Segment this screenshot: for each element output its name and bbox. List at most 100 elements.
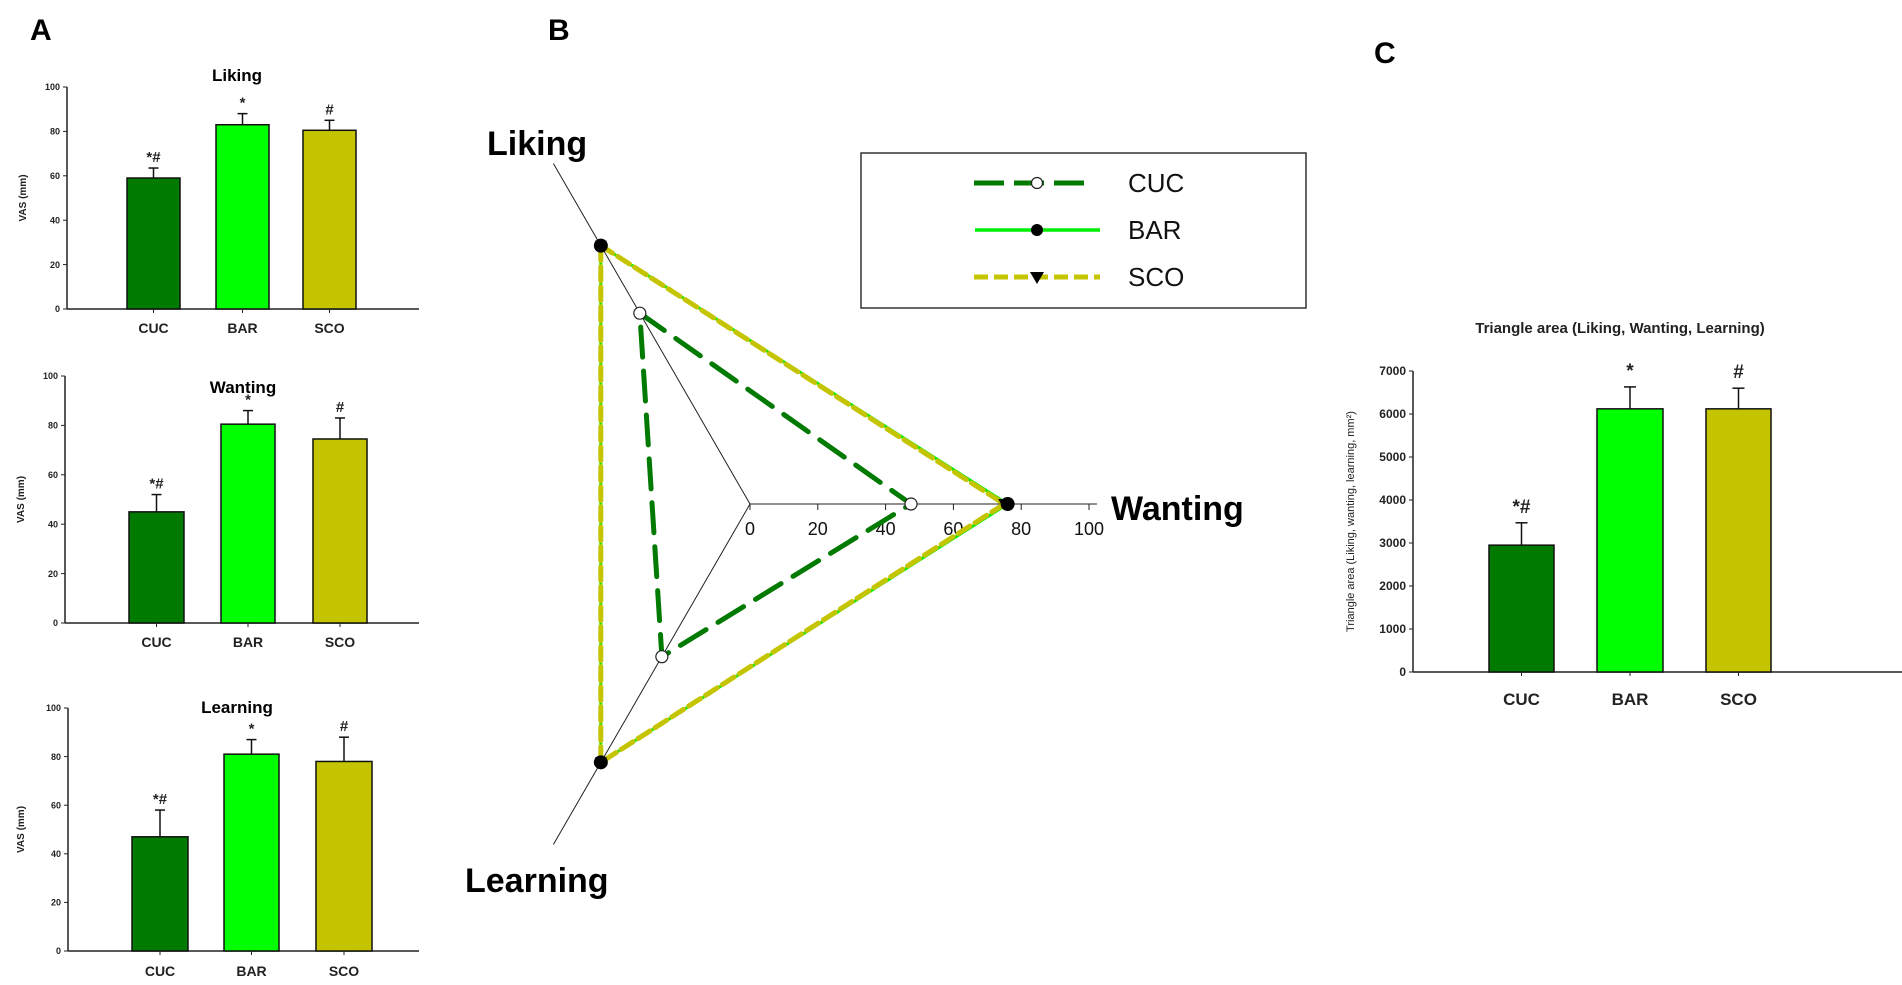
y-tick-label: 80 (50, 127, 60, 137)
x-tick-label: SCO (329, 963, 359, 979)
radar-tick-label: 20 (808, 519, 828, 539)
significance-marker: * (240, 95, 246, 112)
bar-sco (315, 760, 373, 952)
radar-tick-label: 0 (745, 519, 755, 539)
bar-bar (1596, 408, 1664, 673)
y-axis-label: VAS (mm) (16, 806, 27, 853)
y-tick-label: 20 (48, 569, 58, 579)
triangle-down-marker-icon (998, 499, 1011, 510)
y-tick-label: 3000 (1379, 536, 1406, 550)
y-tick-label: 80 (48, 421, 58, 431)
y-tick-label: 40 (51, 849, 61, 859)
bar-cuc (131, 836, 189, 952)
x-tick-label: SCO (314, 320, 344, 336)
significance-marker: * (1626, 361, 1634, 382)
radar-axis-learning (552, 503, 751, 845)
significance-marker: *# (146, 149, 161, 166)
legend-label-bar: BAR (1128, 215, 1181, 245)
y-tick-label: 60 (48, 470, 58, 480)
open-circle-marker-icon (655, 650, 669, 664)
radar-axis-liking (552, 163, 751, 505)
open-circle-marker-icon (904, 497, 918, 511)
y-tick-label: 40 (50, 215, 60, 225)
triangle-area-bar-chart: Triangle area (Liking, Wanting, Learning… (1345, 320, 1902, 709)
significance-marker: # (336, 399, 345, 416)
y-tick-label: 6000 (1379, 407, 1406, 421)
triangle-down-marker-icon (594, 240, 607, 252)
radar-label-liking: Liking (487, 125, 587, 163)
y-tick-label: 20 (51, 898, 61, 908)
y-tick-label: 20 (50, 260, 60, 270)
y-tick-label: 2000 (1379, 579, 1406, 593)
significance-marker: *# (153, 791, 168, 808)
x-tick-label: BAR (236, 963, 266, 979)
bar-sco (312, 438, 368, 624)
triangle-down-marker-icon (1030, 272, 1044, 284)
legend-label-sco: SCO (1128, 262, 1184, 292)
bar-cuc (126, 177, 181, 310)
panel-letter-c: C (1374, 37, 1396, 70)
open-circle-marker-icon (1030, 176, 1044, 190)
radar-tick-label: 100 (1074, 519, 1104, 539)
significance-marker: # (340, 718, 349, 735)
radar-series-cuc (637, 310, 914, 660)
significance-marker: * (249, 721, 255, 738)
y-tick-label: 100 (45, 82, 60, 92)
y-tick-label: 0 (1399, 665, 1406, 679)
y-tick-label: 0 (56, 946, 61, 956)
legend-entry-sco: SCO (974, 262, 1184, 292)
legend-entry-bar: BAR (975, 215, 1181, 245)
bar-bar (223, 753, 280, 952)
y-tick-label: 40 (48, 519, 58, 529)
x-tick-label: BAR (233, 634, 263, 650)
y-axis-label: VAS (mm) (18, 174, 29, 221)
triangle-down-marker-icon (594, 757, 607, 769)
x-tick-label: SCO (1720, 690, 1757, 709)
x-tick-label: CUC (145, 963, 175, 979)
open-circle-marker-icon (633, 306, 647, 320)
radar-label-learning: Learning (465, 862, 609, 900)
x-tick-label: SCO (325, 634, 355, 650)
significance-marker: * (245, 392, 251, 409)
significance-marker: *# (1513, 497, 1531, 518)
legend-entry-cuc: CUC (974, 168, 1184, 198)
bar-cuc (128, 511, 185, 624)
y-tick-label: 0 (55, 304, 60, 314)
y-tick-label: 100 (46, 703, 61, 713)
y-tick-label: 5000 (1379, 450, 1406, 464)
y-tick-label: 1000 (1379, 622, 1406, 636)
bar-cuc (1488, 544, 1555, 673)
chart-title: Wanting (210, 378, 276, 397)
panel-letter-a: A (30, 14, 52, 47)
y-tick-label: 60 (51, 800, 61, 810)
chart-title: Liking (212, 66, 262, 85)
legend-label-cuc: CUC (1128, 168, 1184, 198)
y-axis-label: Triangle area (Liking, wanting, learning… (1345, 411, 1357, 632)
significance-marker: *# (149, 476, 164, 493)
significance-marker: # (1733, 362, 1744, 383)
y-axis-label: VAS (mm) (16, 476, 27, 523)
bar-sco (302, 129, 357, 310)
y-tick-label: 4000 (1379, 493, 1406, 507)
radar-legend: CUC BAR SCO (860, 152, 1307, 309)
y-tick-label: 60 (50, 171, 60, 181)
bar-bar (220, 423, 276, 624)
panel-letter-b: B (548, 14, 570, 47)
significance-marker: # (325, 101, 334, 118)
radar-tick-label: 80 (1011, 519, 1031, 539)
x-tick-label: BAR (1612, 690, 1649, 709)
chart-title: Triangle area (Liking, Wanting, Learning… (1475, 320, 1764, 337)
y-tick-label: 0 (53, 618, 58, 628)
y-tick-label: 100 (43, 371, 58, 381)
x-tick-label: BAR (227, 320, 257, 336)
bar-sco (1705, 408, 1772, 673)
x-tick-label: CUC (138, 320, 168, 336)
filled-circle-marker-icon (1031, 224, 1043, 236)
x-tick-label: CUC (1503, 690, 1540, 709)
chart-title: Learning (201, 698, 273, 717)
